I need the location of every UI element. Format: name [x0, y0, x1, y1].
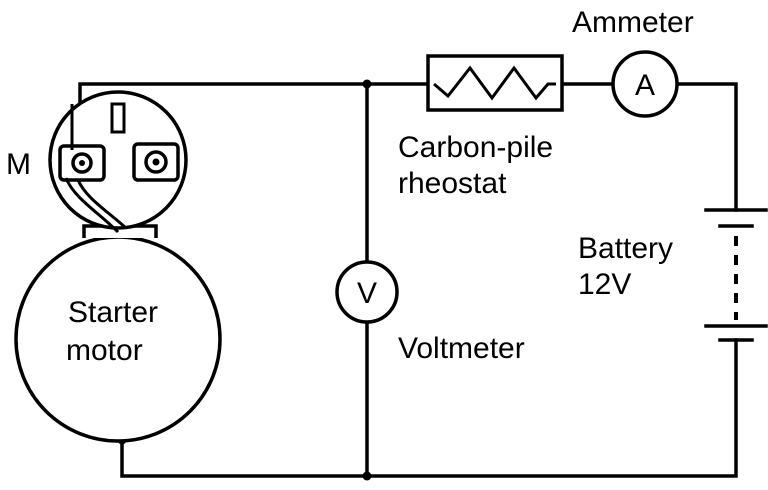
- ammeter-label: Ammeter: [572, 6, 694, 39]
- ammeter-circle: [611, 50, 679, 118]
- motor-label-line1: Starter: [68, 296, 158, 329]
- field-strap-inner: [76, 179, 128, 230]
- top-wire-right: [678, 82, 738, 212]
- carbon-pile-rheostat: [426, 54, 564, 112]
- solenoid: [48, 90, 188, 234]
- voltmeter: V: [335, 260, 399, 324]
- voltmeter-label: Voltmeter: [398, 332, 525, 365]
- battery-label-line2: 12V: [578, 268, 631, 301]
- solenoid-body: [48, 90, 188, 230]
- bottom-wire: [120, 338, 738, 478]
- ammeter: A: [611, 50, 679, 118]
- m-terminal-label: M: [6, 148, 31, 181]
- voltmeter-symbol: V: [357, 277, 377, 310]
- voltmeter-circle: [335, 260, 399, 324]
- junction-dot-top: [362, 79, 372, 89]
- starter-motor: [14, 224, 222, 443]
- junction-dot-bottom: [362, 471, 372, 481]
- motor-label-line2: motor: [66, 334, 143, 367]
- rheostat-box: [426, 54, 564, 112]
- rheostat-zigzag: [433, 65, 556, 101]
- battery-label-line1: Battery: [578, 232, 673, 265]
- circuit-wires: [78, 82, 738, 478]
- solenoid-s-terminal: [110, 102, 126, 134]
- ammeter-symbol: A: [635, 69, 655, 102]
- top-wire-left: [78, 82, 430, 108]
- b-terminal-bolt-center: [152, 158, 160, 166]
- m-terminal-bolt-center: [79, 160, 85, 166]
- battery: [704, 208, 768, 342]
- rheostat-label-line1: Carbon-pile: [398, 131, 553, 164]
- field-strap-outer: [64, 177, 120, 234]
- rheostat-label-line2: rheostat: [398, 167, 507, 200]
